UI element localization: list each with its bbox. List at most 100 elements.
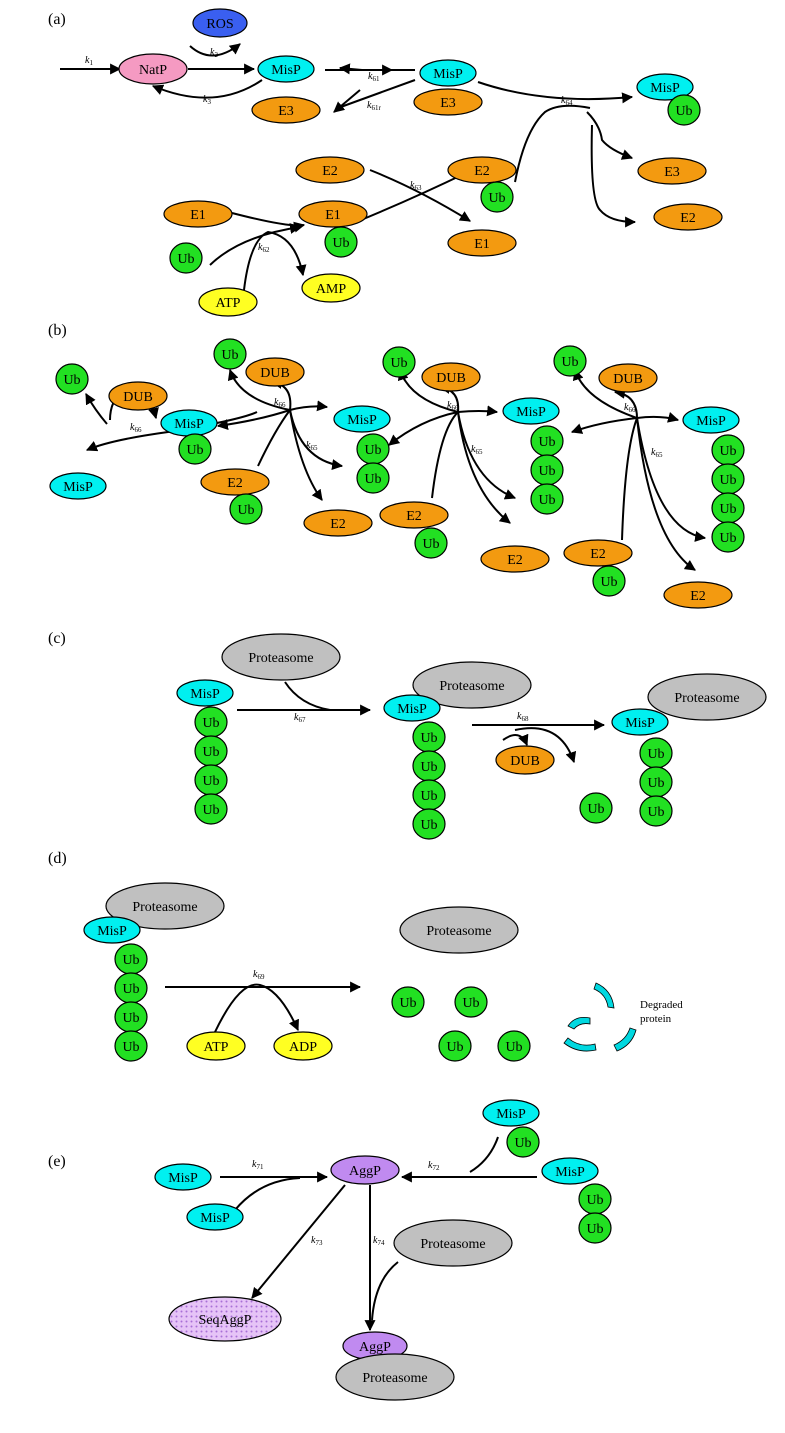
- reaction-arrow: [514, 727, 577, 764]
- e2-ellipse: [200, 468, 270, 496]
- proteasome-node: Proteasome: [412, 661, 532, 709]
- e1-label: E1: [190, 208, 206, 223]
- ub-node: Ub: [412, 779, 446, 811]
- ub-label: Ub: [364, 443, 381, 458]
- ub-node: Ub: [530, 454, 564, 486]
- ub-ellipse: [553, 345, 587, 377]
- natp-ellipse: [118, 53, 188, 85]
- misp-ellipse: [636, 73, 694, 101]
- ub-label: Ub: [647, 805, 664, 820]
- misp-ellipse: [154, 1163, 212, 1191]
- ub-label: Ub: [538, 464, 555, 479]
- natp-node: NatP: [118, 53, 188, 85]
- misp-ellipse: [419, 59, 477, 87]
- ub-label: Ub: [177, 252, 194, 267]
- ub-node: Ub: [480, 181, 514, 213]
- ub-label: Ub: [63, 373, 80, 388]
- proteasome-label: Proteasome: [674, 691, 739, 706]
- e3-ellipse: [251, 96, 321, 124]
- adp-ellipse: [273, 1031, 333, 1061]
- reaction-arrow: [189, 43, 241, 57]
- ub-label: Ub: [186, 443, 203, 458]
- ub-ellipse: [356, 462, 390, 494]
- ub-label: Ub: [586, 1222, 603, 1237]
- ub-label: Ub: [647, 776, 664, 791]
- misp-label: MisP: [200, 1211, 230, 1226]
- ub-node: Ub: [711, 492, 745, 524]
- reaction-arrows: [60, 43, 707, 1332]
- misp-node: MisP: [154, 1163, 212, 1191]
- ub-ellipse: [579, 792, 613, 824]
- proteasome-ellipse: [335, 1353, 455, 1401]
- misp-ellipse: [186, 1203, 244, 1231]
- rate-k69: k69: [253, 969, 265, 981]
- panel-label-d: (d): [48, 850, 67, 867]
- proteasome-label: Proteasome: [439, 679, 504, 694]
- proteasome-node: Proteasome: [221, 633, 341, 681]
- ub-ellipse: [324, 226, 358, 258]
- misp-label: MisP: [97, 924, 127, 939]
- misp-node: MisP: [49, 472, 107, 500]
- ub-node: Ub: [639, 737, 673, 769]
- e3-ellipse: [413, 88, 483, 116]
- e2-node: E2: [447, 156, 517, 184]
- misp-node: MisP: [419, 59, 477, 87]
- ub-ellipse: [414, 527, 448, 559]
- ub-ellipse: [213, 338, 247, 370]
- atp-ellipse: [186, 1031, 246, 1061]
- reaction-arrow: [209, 223, 302, 266]
- e2-label: E2: [227, 476, 243, 491]
- ub-node: Ub: [324, 226, 358, 258]
- proteasome-label: Proteasome: [420, 1237, 485, 1252]
- aggp-label: AggP: [359, 1340, 391, 1355]
- reaction-arrow: [214, 983, 299, 1033]
- ub-label: Ub: [675, 104, 692, 119]
- reaction-arrow: [572, 368, 638, 419]
- misp-label: MisP: [433, 67, 463, 82]
- misp-ellipse: [257, 55, 315, 83]
- ub-label: Ub: [719, 531, 736, 546]
- misp-node: MisP: [502, 397, 560, 425]
- rate-k61: k61: [368, 71, 380, 83]
- e1-node: E1: [447, 229, 517, 257]
- degraded-protein-fragment: [613, 1027, 637, 1052]
- misp-label: MisP: [174, 417, 204, 432]
- ub-label: Ub: [202, 803, 219, 818]
- proteasome-node: Proteasome: [647, 673, 767, 721]
- reaction-arrow: [289, 400, 329, 412]
- e1-ellipse: [163, 200, 233, 228]
- e2-ellipse: [303, 509, 373, 537]
- misp-node: MisP: [383, 694, 441, 722]
- reaction-arrow: [227, 368, 291, 411]
- ub-label: Ub: [202, 716, 219, 731]
- dub-label: DUB: [436, 371, 466, 386]
- ub-node: Ub: [454, 986, 488, 1018]
- dub-label: DUB: [510, 754, 540, 769]
- ub-label: Ub: [420, 760, 437, 775]
- ub-label: Ub: [538, 493, 555, 508]
- ub-label: Ub: [399, 996, 416, 1011]
- rate-k3: k3: [203, 94, 211, 106]
- proteasome-ellipse: [412, 661, 532, 709]
- ub-ellipse: [194, 793, 228, 825]
- ub-ellipse: [639, 795, 673, 827]
- ub-node: Ub: [711, 521, 745, 553]
- ub-node: Ub: [578, 1212, 612, 1244]
- misp-node: MisP: [186, 1203, 244, 1231]
- e2-ellipse: [447, 156, 517, 184]
- proteasome-label: Proteasome: [362, 1371, 427, 1386]
- reaction-arrow: [289, 409, 323, 501]
- ub-label: Ub: [488, 191, 505, 206]
- ub-ellipse: [454, 986, 488, 1018]
- reaction-arrow: [570, 417, 638, 434]
- rate-k65: k65: [651, 447, 663, 459]
- e2-label: E2: [590, 547, 606, 562]
- misp-label: MisP: [516, 405, 546, 420]
- misp-ellipse: [611, 708, 669, 736]
- reaction-arrow: [636, 417, 696, 571]
- ub-ellipse: [497, 1030, 531, 1062]
- ub-node: Ub: [592, 565, 626, 597]
- ub-ellipse: [412, 808, 446, 840]
- reaction-arrow: [457, 411, 511, 524]
